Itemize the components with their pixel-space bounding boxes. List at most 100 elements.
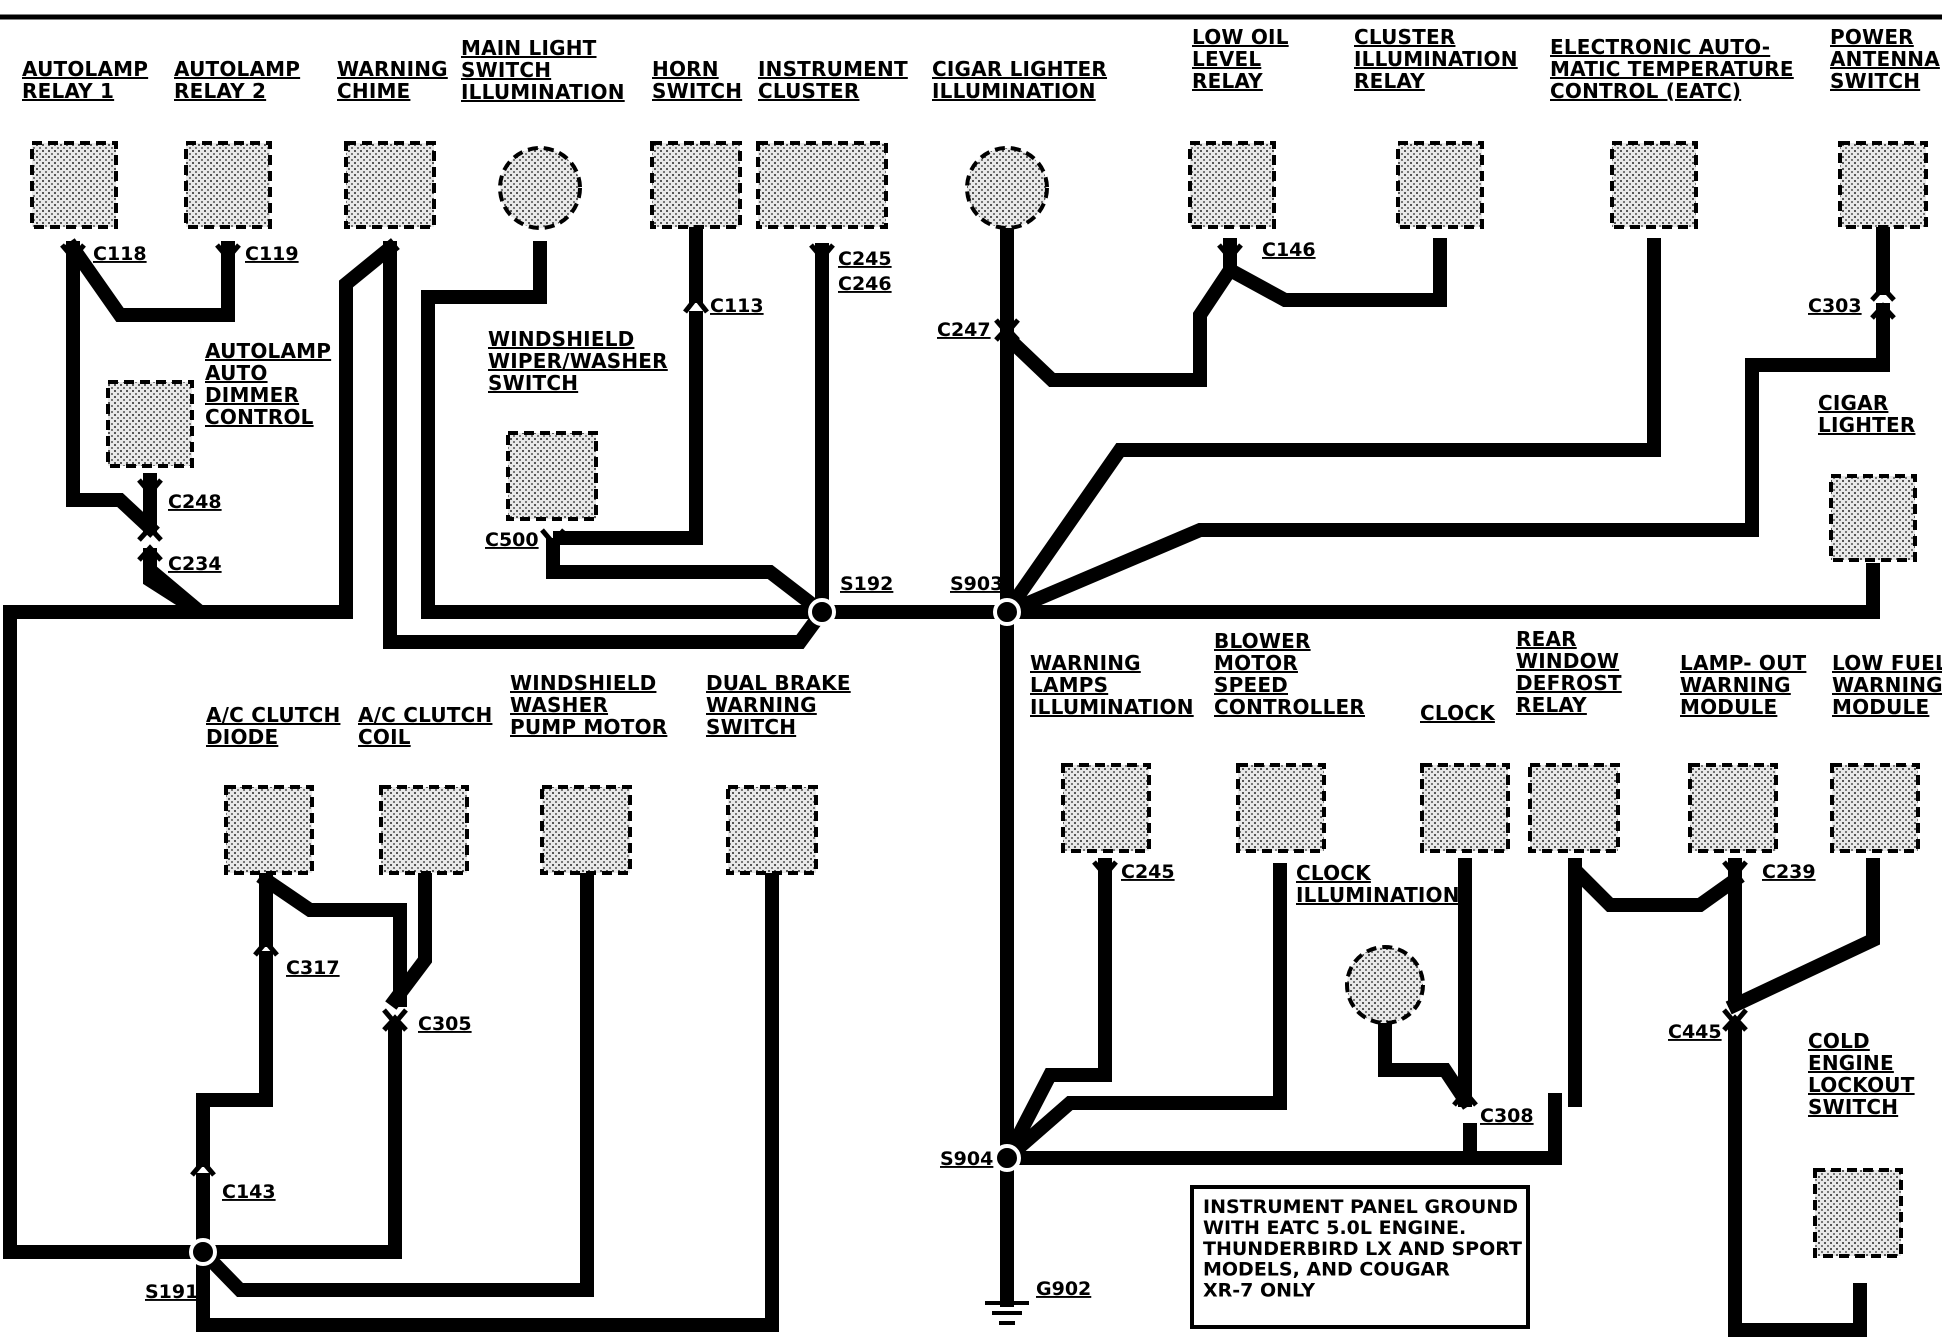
label-line: RELAY 1 [22,79,114,103]
label-line: MOTOR [1214,651,1298,675]
c143-symbol [190,1158,216,1177]
autolamp-auto-dimmer-control-box [106,380,194,468]
c118-symbol [60,243,86,262]
c305-label: C305 [418,1013,472,1035]
label-line: RELAY [1192,69,1263,93]
label-line: DUAL BRAKE [706,671,851,695]
c303-symbol [1870,284,1896,320]
label-line: INSTRUMENT PANEL GROUND [1203,1196,1518,1218]
c119-label: C119 [245,243,299,265]
blower-motor-speed-controller-box [1236,763,1326,853]
c247-label: C247 [937,319,991,341]
c317-symbol [253,938,279,957]
label-line: CONTROLLER [1214,695,1365,719]
c445-label: C445 [1668,1021,1722,1043]
wire-s192-main-light [421,241,829,619]
eatc-box [1610,141,1698,229]
label-line: ELECTRONIC AUTO- [1550,35,1770,59]
c245-top-symbol [809,243,835,262]
label-line: ILLUMINATION [1354,47,1518,71]
c113-symbol [683,293,709,314]
label-line: CLOCK [1296,861,1372,885]
label-line: XR-7 ONLY [1203,1280,1315,1302]
s191-splice [189,1238,217,1266]
label-line: WARNING [1680,673,1791,697]
low-fuel-warning-module-box [1830,763,1920,853]
s903-splice [993,598,1021,626]
label-line: COLD [1808,1029,1870,1053]
wire-lowfuel-c445 [1725,858,1880,1015]
c308-symbol [1452,1088,1478,1107]
label-line: A/C CLUTCH [358,703,492,727]
c146-label: C146 [1262,239,1316,261]
label-line: HORN [652,57,719,81]
c500-label: C500 [485,529,539,551]
c247-symbol [994,318,1020,342]
wire-c143-c317 [196,951,273,1167]
label-line: CONTROL (EATC) [1550,79,1741,103]
label-line: SWITCH [461,58,551,82]
ac-clutch-coil-box [379,785,469,875]
label-line: POWER [1830,25,1914,49]
c245-bottom-label: C245 [1121,861,1175,883]
clock-label: CLOCK [1420,701,1496,725]
warning-chime-box [344,141,436,229]
c143-label: C143 [222,1181,276,1203]
c445-symbol [1722,1008,1748,1032]
lamp-out-warning-module-box [1688,763,1778,853]
wire-rear-defrost-lampout [1568,858,1745,912]
wire-s903-eatc [997,238,1661,622]
label-line: LIGHTER [1818,413,1915,437]
label-line: SPEED [1214,673,1288,697]
ac-clutch-diode-box [224,785,314,875]
label-line: LAMPS [1030,673,1108,697]
label-line: WARNING [337,57,448,81]
label-line: WINDSHIELD [488,327,634,351]
label-line: THUNDERBIRD LX AND SPORT [1203,1238,1522,1260]
c308-label: C308 [1480,1105,1534,1127]
wire-c247-relays [1000,238,1447,387]
instrument-cluster-box [756,141,888,229]
c303-label: C303 [1808,295,1862,317]
c113-label: C113 [710,295,764,317]
label-line: MODELS, AND COUGAR [1203,1259,1450,1281]
c248-symbol [137,478,163,497]
label-line: CIGAR [1818,391,1888,415]
label-line: MATIC TEMPERATURE [1550,57,1794,81]
c118-label: C118 [93,243,147,265]
c146-symbol [1217,243,1243,262]
label-line: ILLUMINATION [1296,883,1460,907]
wire-autolamp-relay-1 [66,241,160,538]
c248-label: C248 [168,491,222,513]
wire-s191-washer-pump [193,873,594,1297]
c239-label: C239 [1762,861,1816,883]
wire-s192-wiper [546,538,832,622]
c234-label: C234 [168,553,222,575]
wire-s903-cigar-lighter [1000,563,1880,619]
s192-splice [808,598,836,626]
low-oil-level-relay-box [1188,141,1276,229]
label-line: WARNING [706,693,817,717]
cigar-lighter-illumination-lamp [965,146,1049,230]
label-line: A/C CLUTCH [206,703,340,727]
label-line: AUTOLAMP [174,57,300,81]
label-line: CONTROL [205,405,314,429]
wire-relay1-relay2 [63,238,235,322]
s192-label: S192 [840,573,893,595]
wire-coil-c305 [385,873,432,1010]
